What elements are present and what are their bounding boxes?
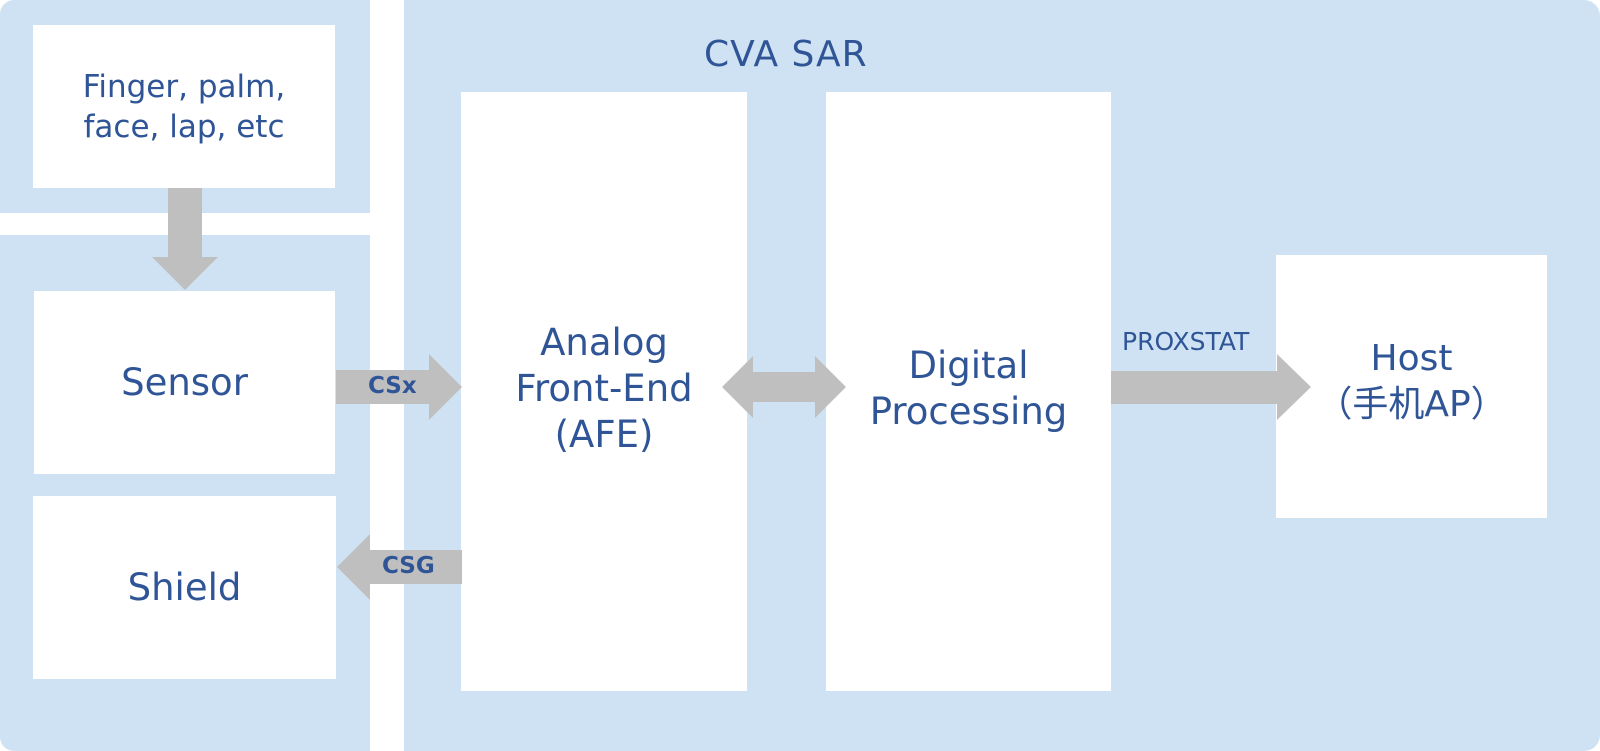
sensor-box: Sensor [34, 291, 335, 474]
csx-label: CSx [368, 373, 417, 399]
shield-label: Shield [127, 566, 242, 609]
shield-box: Shield [33, 496, 336, 679]
host-line-2: （手机AP） [1316, 383, 1507, 425]
object-box-line-2: face, lap, etc [83, 108, 285, 145]
host-box: Host （手机AP） [1276, 255, 1547, 518]
digital-line-1: Digital [908, 343, 1029, 387]
digital-line-2: Processing [869, 389, 1068, 433]
afe-line-3: (AFE) [554, 412, 654, 456]
afe-box: Analog Front-End (AFE) [461, 92, 747, 691]
sensor-label: Sensor [121, 361, 248, 404]
digital-processing-box: Digital Processing [826, 92, 1111, 691]
afe-line-1: Analog [540, 320, 668, 364]
csg-label: CSG [382, 553, 435, 579]
object-box: Finger, palm, face, lap, etc [33, 25, 335, 188]
cva-sar-title: CVA SAR [704, 34, 868, 75]
object-box-line-1: Finger, palm, [82, 68, 286, 105]
host-line-1: Host [1370, 337, 1453, 379]
proxstat-label: PROXSTAT [1122, 327, 1250, 356]
afe-line-2: Front-End [515, 366, 693, 410]
